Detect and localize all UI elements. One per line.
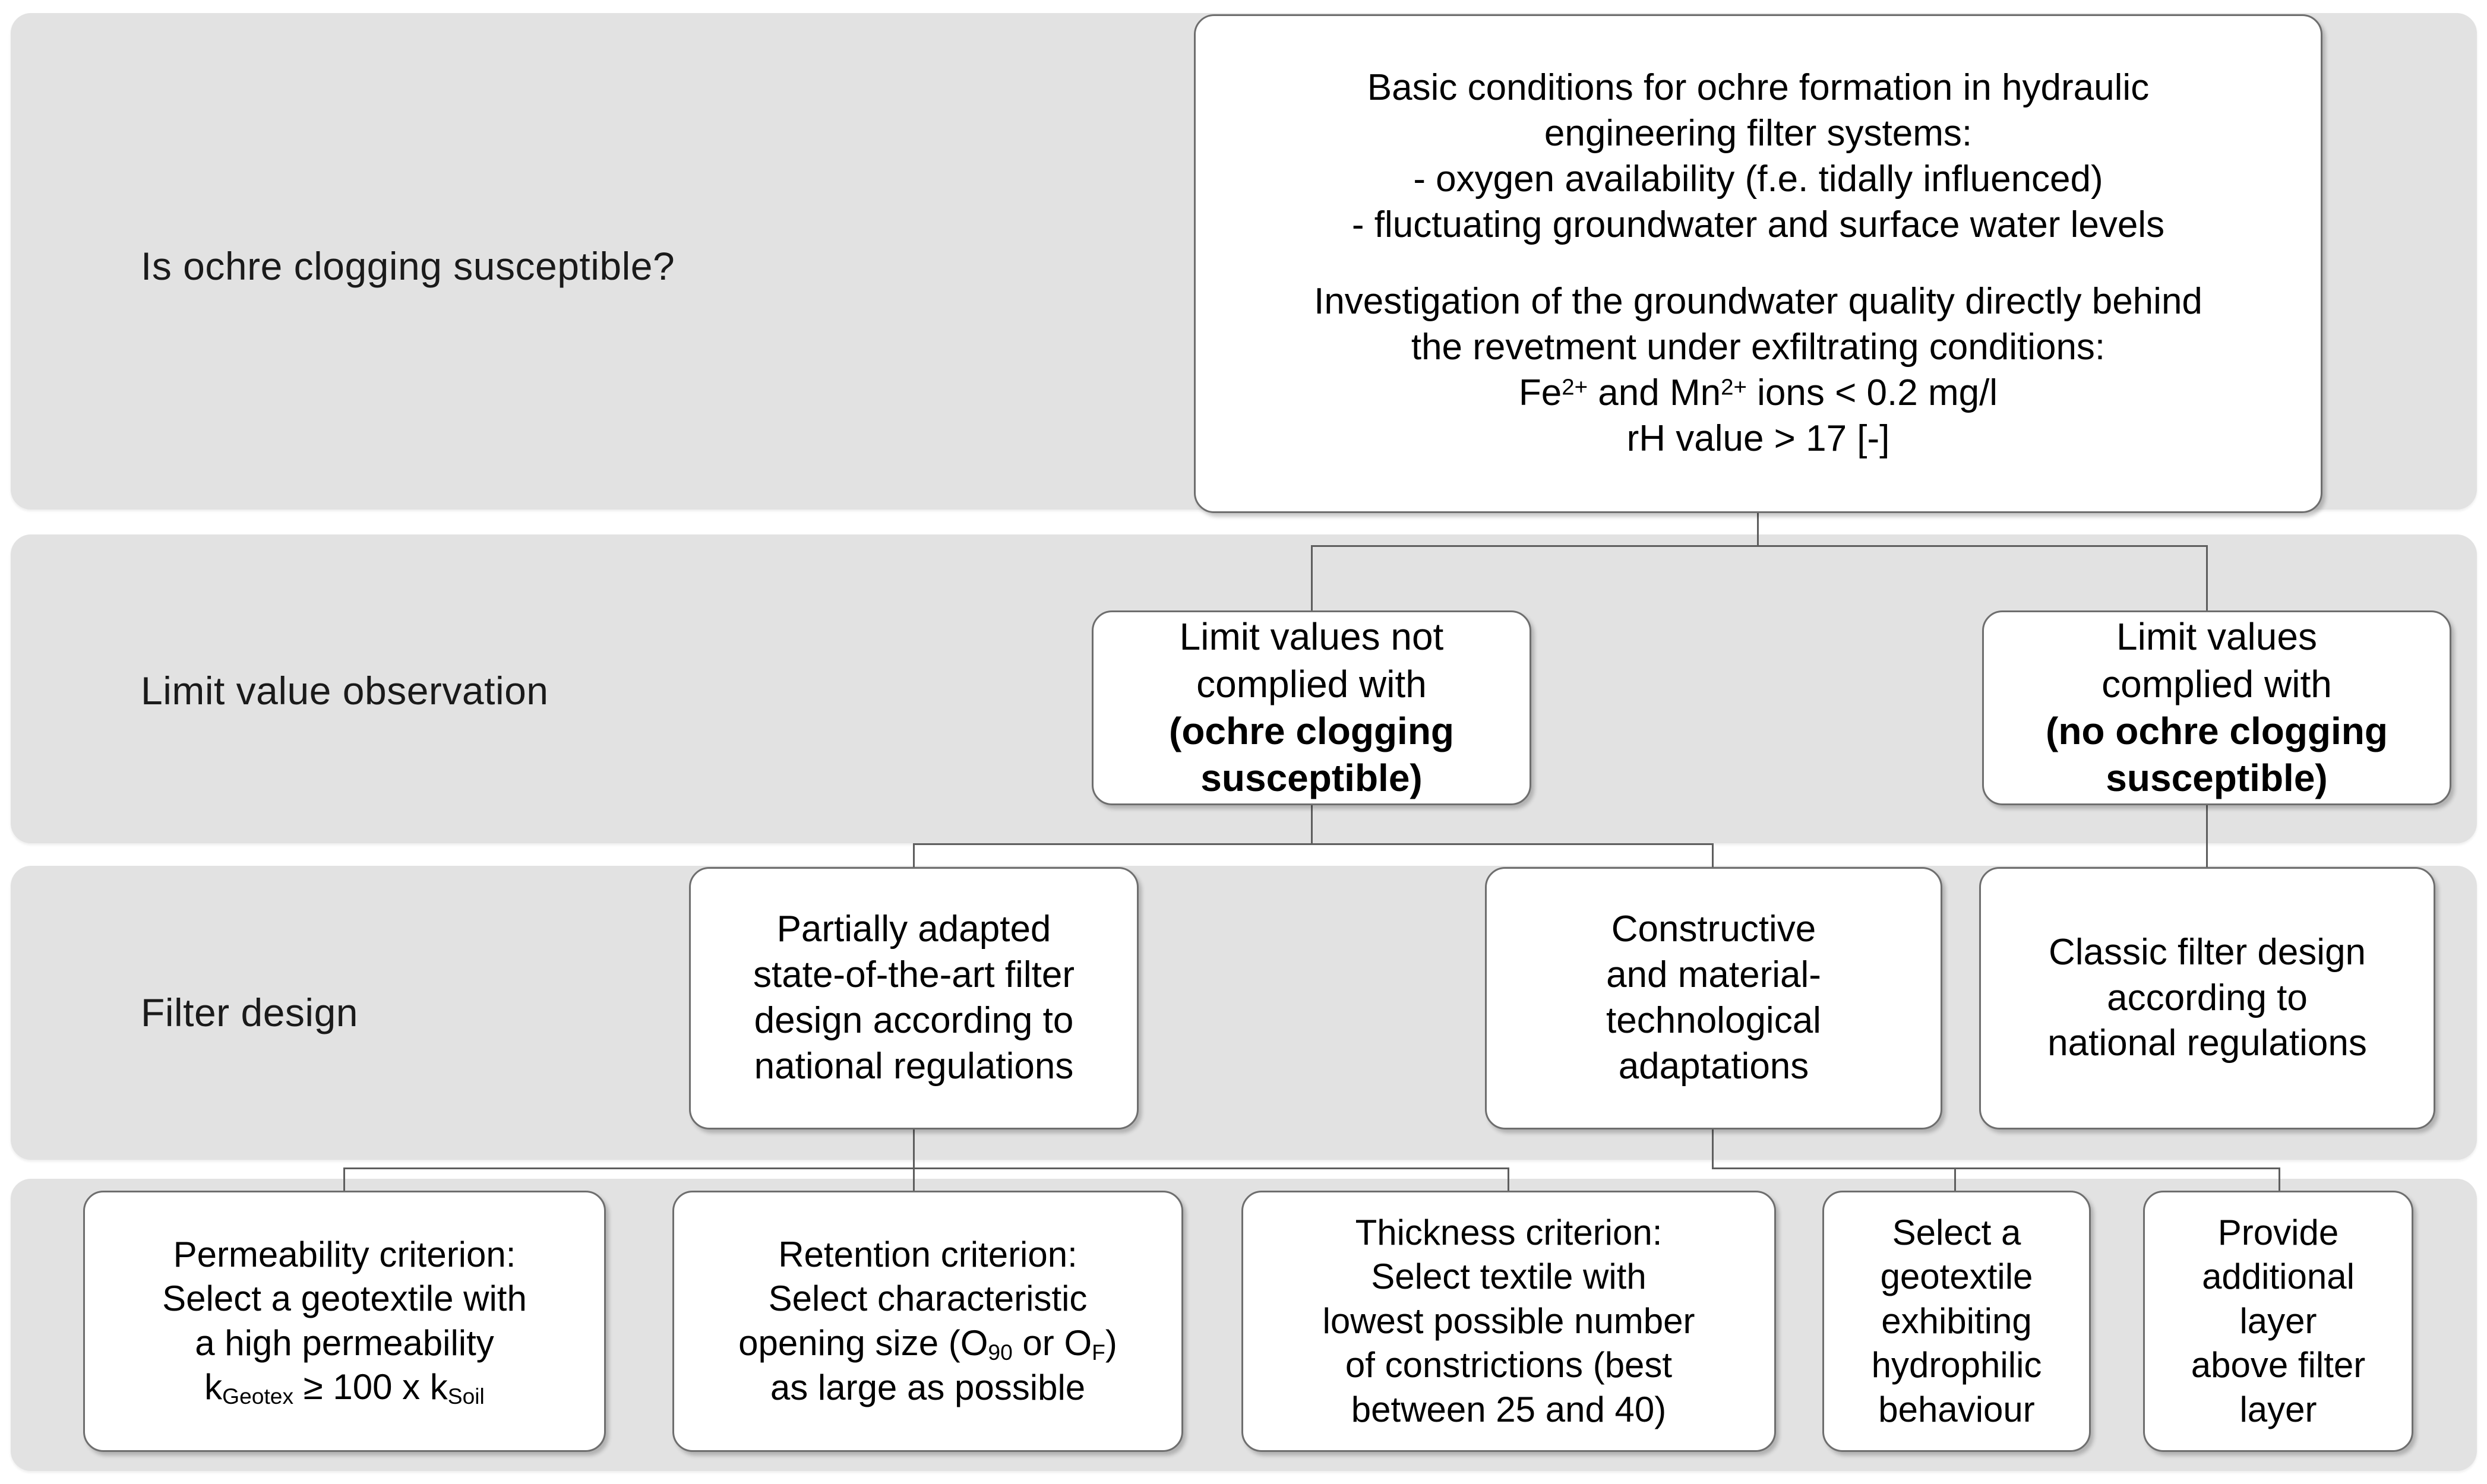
additional-layer-line-3: layer: [2239, 1301, 2317, 1341]
limit-complied-bold-2: susceptible): [2106, 757, 2328, 800]
basic-conditions-line-3: - oxygen availability (f.e. tidally infl…: [1413, 158, 2103, 200]
fe-charge: 2+: [1562, 374, 1588, 400]
connector-split-row3-right: [1712, 1167, 2279, 1169]
and-mn-text: and Mn: [1588, 372, 1721, 414]
basic-conditions-line-2: engineering filter systems:: [1544, 113, 1973, 154]
limit-not-complied-line-2: complied with: [1196, 662, 1427, 705]
retention-line-1: Retention criterion:: [778, 1234, 1077, 1274]
permeability-formula: kGeotex ≥ 100 x kSoil: [204, 1366, 485, 1409]
constructive-line-3: technological: [1606, 1000, 1821, 1041]
node-retention-criterion[interactable]: Retention criterion: Select characterist…: [672, 1191, 1183, 1452]
hydrophilic-line-5: behaviour: [1878, 1389, 2035, 1429]
permeability-line-2: Select a geotextile with: [162, 1279, 527, 1319]
additional-layer-line-5: layer: [2239, 1389, 2317, 1429]
k-soil-symbol: k: [429, 1366, 448, 1407]
thickness-line-1: Thickness criterion:: [1355, 1213, 1663, 1253]
connector-to-limit-complied: [2206, 545, 2208, 610]
node-limit-values-complied[interactable]: Limit values complied with (no ochre clo…: [1982, 610, 2451, 805]
hydrophilic-line-1: Select a: [1892, 1213, 2021, 1253]
node-hydrophilic-geotextile[interactable]: Select a geotextile exhibiting hydrophil…: [1822, 1191, 2091, 1452]
row-label-limit-value: Limit value observation: [141, 669, 549, 713]
connector-split-row2: [913, 843, 1714, 845]
closing-paren: ): [1105, 1322, 1117, 1363]
thickness-line-4: of constrictions (best: [1345, 1345, 1673, 1385]
opening-size-text: opening size (O: [738, 1322, 988, 1363]
soil-subscript: Soil: [447, 1384, 485, 1409]
retention-line-3: opening size (O90 or OF): [738, 1322, 1117, 1365]
partially-adapted-line-3: design according to: [754, 1000, 1074, 1041]
partially-adapted-line-4: national regulations: [754, 1045, 1074, 1087]
connector-partially-adapted-down: [913, 1128, 915, 1169]
additional-layer-line-2: additional: [2202, 1257, 2355, 1297]
permeability-line-1: Permeability criterion:: [173, 1234, 516, 1274]
node-constructive-material-adaptations[interactable]: Constructive and material- technological…: [1485, 867, 1942, 1129]
of-subscript: F: [1092, 1339, 1105, 1365]
node-partially-adapted-filter-design[interactable]: Partially adapted state-of-the-art filte…: [689, 867, 1139, 1129]
row-label-question: Is ochre clogging susceptible?: [141, 244, 675, 288]
connector-constructive-down: [1712, 1128, 1714, 1169]
classic-filter-line-3: national regulations: [2047, 1023, 2367, 1064]
permeability-line-3: a high permeability: [195, 1322, 494, 1363]
node-basic-conditions[interactable]: Basic conditions for ochre formation in …: [1194, 14, 2322, 513]
limit-complied-bold-1: (no ochre clogging: [2046, 710, 2388, 752]
geotex-subscript: Geotex: [222, 1384, 294, 1409]
limit-not-complied-bold-1: (ochre clogging: [1169, 710, 1454, 752]
limit-complied-line-1: Limit values: [2116, 615, 2317, 659]
o90-subscript: 90: [988, 1339, 1013, 1365]
basic-conditions-line-8: rH value > 17 [-]: [1626, 417, 1890, 459]
connector-split-row3-left: [343, 1167, 1508, 1169]
row-label-filter-design: Filter design: [141, 991, 358, 1034]
limit-not-complied-line-1: Limit values not: [1179, 615, 1444, 659]
mn-charge: 2+: [1721, 374, 1747, 400]
classic-filter-line-2: according to: [2107, 977, 2308, 1018]
additional-layer-line-1: Provide: [2217, 1213, 2339, 1253]
thickness-line-2: Select textile with: [1371, 1257, 1647, 1297]
node-thickness-criterion[interactable]: Thickness criterion: Select textile with…: [1241, 1191, 1776, 1452]
classic-filter-line-1: Classic filter design: [2048, 931, 2366, 973]
constructive-line-1: Constructive: [1611, 909, 1816, 950]
retention-line-4: as large as possible: [770, 1367, 1086, 1407]
constructive-line-2: and material-: [1606, 954, 1821, 996]
node-permeability-criterion[interactable]: Permeability criterion: Select a geotext…: [83, 1191, 606, 1452]
constructive-line-4: adaptations: [1618, 1045, 1809, 1087]
basic-conditions-line-1: Basic conditions for ochre formation in …: [1367, 67, 2150, 109]
connector-limit-not-complied-down: [1311, 803, 1313, 844]
node-additional-layer[interactable]: Provide additional layer above filter la…: [2143, 1191, 2413, 1452]
fe-symbol: Fe: [1518, 372, 1562, 414]
basic-conditions-line-5: Investigation of the groundwater quality…: [1314, 281, 2202, 322]
limit-complied-line-2: complied with: [2102, 662, 2332, 705]
partially-adapted-line-1: Partially adapted: [776, 909, 1051, 950]
basic-conditions-gap: [1204, 248, 2312, 280]
basic-conditions-line-7: Fe2+ and Mn2+ ions < 0.2 mg/l: [1519, 372, 1998, 413]
or-o-text: or O: [1012, 1322, 1092, 1363]
hydrophilic-line-2: geotextile: [1880, 1257, 2033, 1297]
thickness-line-5: between 25 and 40): [1351, 1389, 1667, 1429]
node-classic-filter-design[interactable]: Classic filter design according to natio…: [1979, 867, 2435, 1129]
retention-line-2: Select characteristic: [768, 1279, 1088, 1319]
partially-adapted-line-2: state-of-the-art filter: [753, 954, 1075, 996]
thickness-line-3: lowest possible number: [1322, 1301, 1695, 1341]
ge-100x-text: ≥ 100 x: [293, 1366, 430, 1407]
hydrophilic-line-4: hydrophilic: [1871, 1345, 2042, 1385]
k-geotex-symbol: k: [204, 1366, 223, 1407]
connector-basic-to-split: [1757, 510, 1759, 546]
basic-conditions-line-4: - fluctuating groundwater and surface wa…: [1351, 204, 2165, 245]
connector-split-row1: [1311, 545, 2208, 547]
basic-conditions-line-6: the revetment under exfiltrating conditi…: [1411, 327, 2106, 368]
limit-not-complied-bold-2: susceptible): [1200, 757, 1423, 800]
ion-limit-text: ions < 0.2 mg/l: [1746, 372, 1998, 414]
connector-limit-complied-to-classic: [2206, 803, 2208, 909]
node-limit-values-not-complied[interactable]: Limit values not complied with (ochre cl…: [1092, 610, 1531, 805]
connector-to-limit-not-complied: [1311, 545, 1313, 610]
hydrophilic-line-3: exhibiting: [1881, 1301, 2032, 1341]
additional-layer-line-4: above filter: [2191, 1345, 2366, 1385]
